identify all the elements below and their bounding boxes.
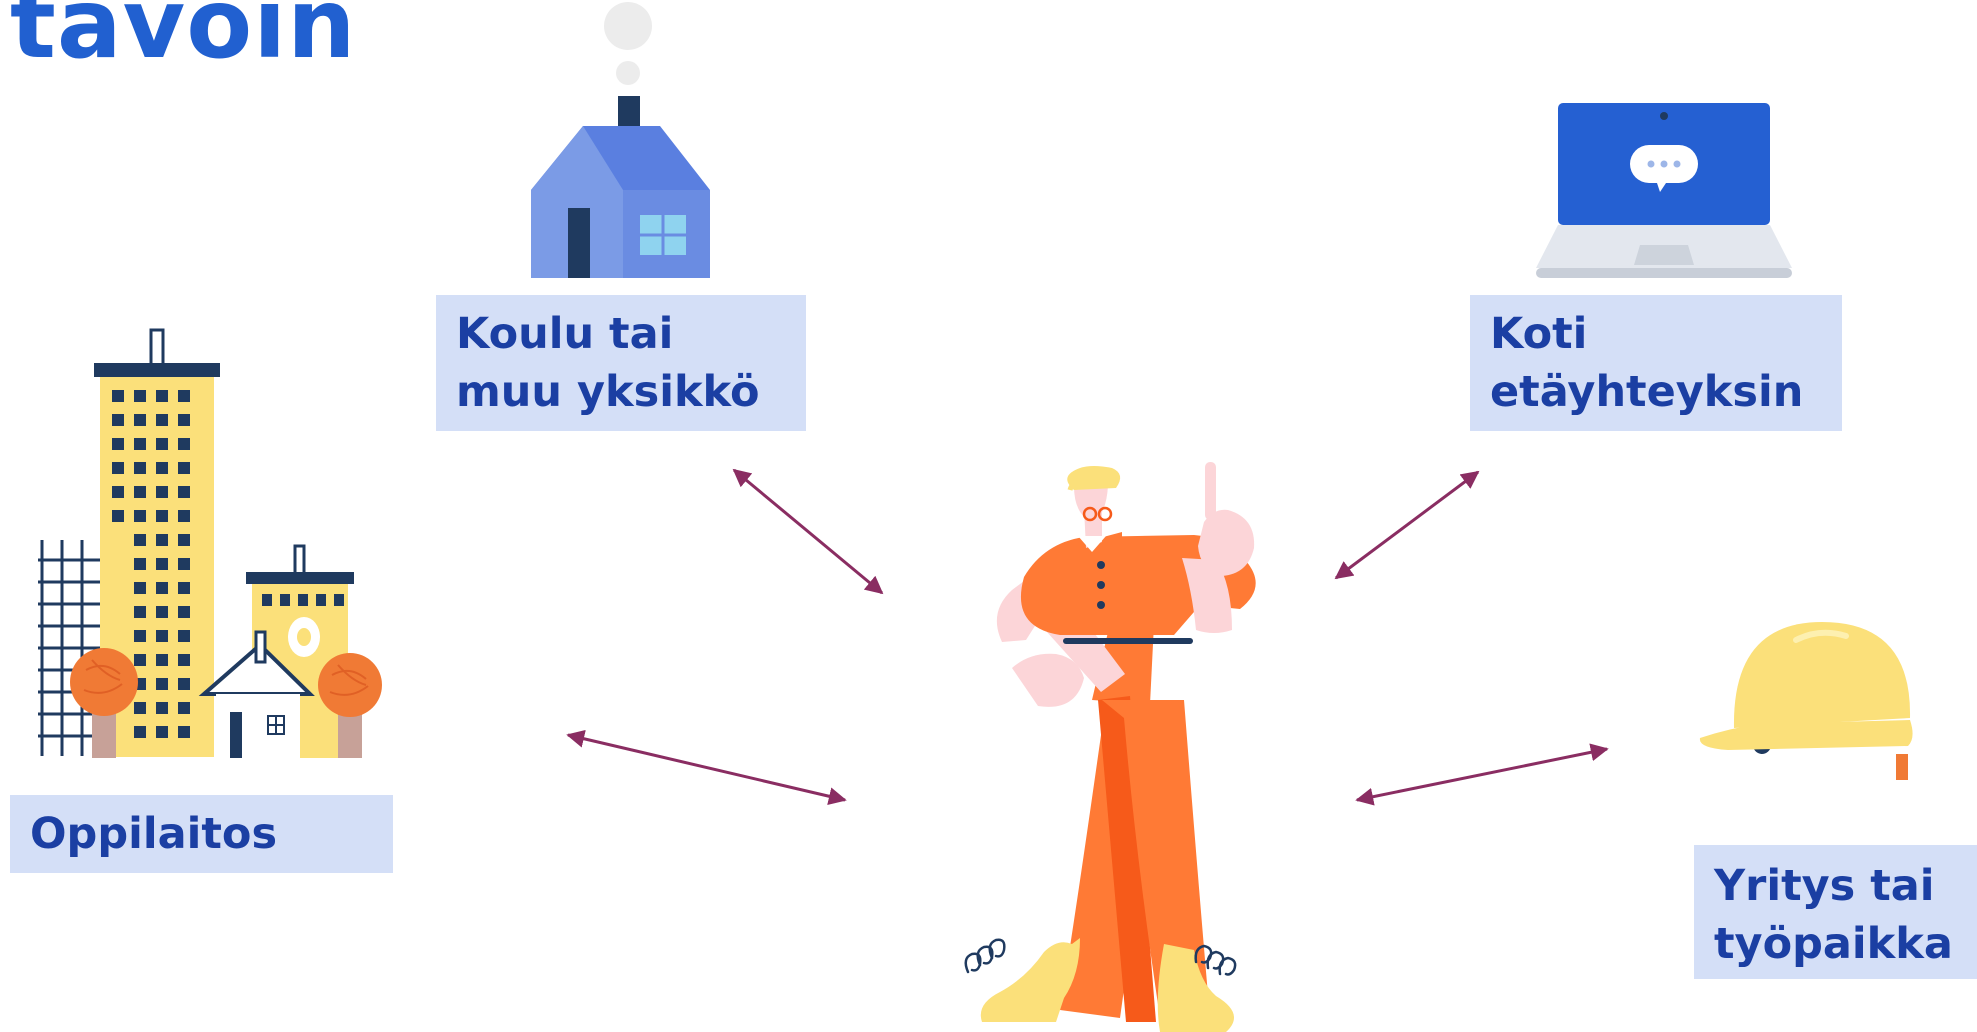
arrow-koulu — [734, 470, 882, 593]
label-oppilaitos-line1: Oppilaitos — [30, 805, 373, 863]
label-yritys-line1: Yritys tai — [1714, 857, 1957, 915]
house-icon — [531, 2, 710, 278]
laptop-icon — [1536, 103, 1792, 278]
city-icon — [38, 330, 382, 758]
label-koulu-line2: muu yksikkö — [456, 363, 786, 421]
label-koulu-line1: Koulu tai — [456, 305, 786, 363]
arrow-oppilaitos — [568, 735, 845, 800]
label-koti: Koti etäyhteyksin — [1470, 295, 1842, 431]
arrow-yritys — [1357, 749, 1607, 800]
label-yritys: Yritys tai työpaikka — [1694, 845, 1977, 979]
label-yritys-line2: työpaikka — [1714, 915, 1957, 973]
arrow-koti — [1336, 472, 1478, 578]
label-koti-line2: etäyhteyksin — [1490, 363, 1822, 421]
hard-hat-icon — [1700, 622, 1913, 780]
label-oppilaitos: Oppilaitos — [10, 795, 393, 873]
label-koti-line1: Koti — [1490, 305, 1822, 363]
worker-figure — [966, 462, 1256, 1032]
label-koulu: Koulu tai muu yksikkö — [436, 295, 806, 431]
